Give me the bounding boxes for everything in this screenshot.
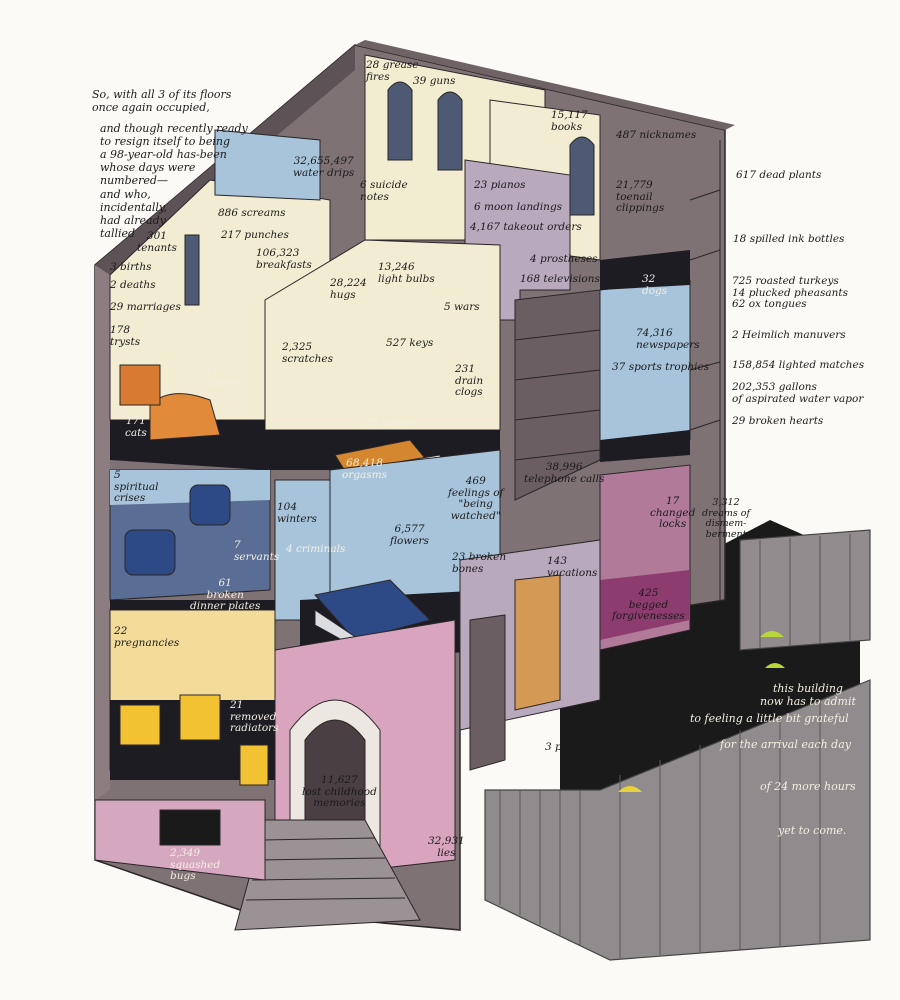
tally-grease-fires: 28 grease fires [366, 59, 419, 83]
tally-scratches: 2,325 scratches [282, 341, 334, 365]
tally-hugs: 28,224 hugs [330, 277, 367, 301]
tally-birthday-parties: 296 birthday parties [640, 663, 685, 698]
tally-feelings-watched: 469 feelings of "being watched" [448, 475, 504, 522]
tally-vacations: 143 vacations [547, 555, 598, 579]
tally-light-bulbs: 13,246 light bulbs [378, 261, 435, 285]
tally-changed-locks: 17 changed locks [650, 495, 696, 530]
tally-breakfasts: 106,323 breakfasts [256, 247, 312, 271]
tally-takeout-orders: 4,167 takeout orders [470, 221, 582, 233]
tally-moon-landings: 6 moon landings [474, 201, 563, 213]
tally-diaries: 14 diaries [205, 365, 242, 389]
tally-water-vapor: 202,353 gallons of aspirated water vapor [732, 381, 864, 405]
third-floor [109, 54, 721, 600]
tally-dismemberment: 3,312 dreams of dismem- berment [702, 497, 751, 540]
tally-cats: 171 cats [125, 415, 147, 439]
tally-criminals: 4 criminals [286, 543, 346, 555]
tally-orgasms: 68,418 orgasms [342, 457, 388, 481]
closing-line-2: to feeling a little bit grateful [690, 712, 849, 725]
tally-water-drips: 32,655,497 water drips [293, 155, 355, 179]
word-and: and [605, 711, 625, 723]
tally-marriages: 29 marriages [110, 301, 181, 313]
tally-births: 3 births [110, 261, 152, 273]
tally-heimlich: 2 Heimlich manuvers [732, 329, 846, 341]
tally-deaths: 2 deaths [110, 279, 156, 291]
tally-drain-clogs: 231 drain clogs [455, 363, 484, 398]
tally-books: 15,117 books [551, 109, 588, 133]
tally-childhood-memories: 11,627 lost childhood memories [302, 774, 377, 809]
tally-guns: 39 guns [413, 75, 456, 87]
story-line-1: and though recently ready to resign itse… [100, 122, 248, 187]
tally-prostheses: 4 prostheses [530, 253, 598, 265]
tally-trysts: 178 trysts [110, 324, 141, 348]
tally-punches: 217 punches [221, 229, 289, 241]
tally-removed-radiators: 21 removed radiators [230, 699, 279, 734]
tally-spiritual-crises: 5 spiritual crises [114, 469, 159, 504]
tally-turkeys: 725 roasted turkeys 14 plucked pheasants… [732, 275, 849, 310]
tally-servants: 7 servants [234, 539, 280, 563]
closing-line-1: this building now has to admit [760, 682, 856, 708]
tally-ink-bottles: 18 spilled ink bottles [733, 233, 845, 245]
tally-begged-forgiveness: 425 begged forgivenesses [612, 587, 685, 622]
tally-broken-bones: 23 broken bones [452, 551, 507, 575]
tally-personal-ads: 3 personal ads [545, 741, 623, 753]
tally-squashed-bugs: 2,349 squashed bugs [170, 847, 221, 882]
tally-horses: 21 horses [364, 417, 416, 429]
tally-wars: 5 wars [444, 301, 480, 313]
tally-sports-trophies: 37 sports trophies [612, 361, 710, 373]
first-floor [94, 539, 601, 931]
tally-broken-hearts: 29 broken hearts [732, 415, 824, 427]
tally-screams: 886 screams [218, 207, 286, 219]
tally-flowers: 6,577 flowers [390, 523, 429, 547]
tally-toenail-clippings: 21,779 toenail clippings [616, 179, 665, 214]
tally-pianos: 23 pianos [474, 179, 526, 191]
story-line-2: and who, incidentally, had already talli… [100, 188, 168, 240]
tally-televisions: 168 televisions [520, 273, 600, 285]
tally-dinner-plates: 61 broken dinner plates [190, 577, 261, 612]
tally-tenants: 301 tenants [137, 230, 177, 254]
story-intro: So, with all 3 of its floors once again … [92, 88, 232, 114]
closing-line-5: yet to come. [778, 824, 847, 837]
tally-winters: 104 winters [277, 501, 317, 525]
tally-dead-plants: 617 dead plants [736, 169, 822, 181]
tally-lighted-matches: 158,854 lighted matches [732, 359, 865, 371]
tally-telephone-calls: 38,996 telephone calls [524, 461, 605, 485]
tally-lies: 32,931 lies [428, 835, 465, 859]
tally-dogs: 32 dogs [642, 273, 668, 297]
tally-keys: 527 keys [386, 337, 434, 349]
tally-newspapers: 74,316 newspapers [636, 327, 700, 351]
tally-pregnancies: 22 pregnancies [114, 625, 180, 649]
closing-line-3: for the arrival each day [720, 738, 851, 751]
tally-nicknames: 487 nicknames [616, 129, 697, 141]
tally-suicide-notes: 6 suicide notes [360, 179, 408, 203]
closing-line-4: of 24 more hours [760, 780, 856, 793]
